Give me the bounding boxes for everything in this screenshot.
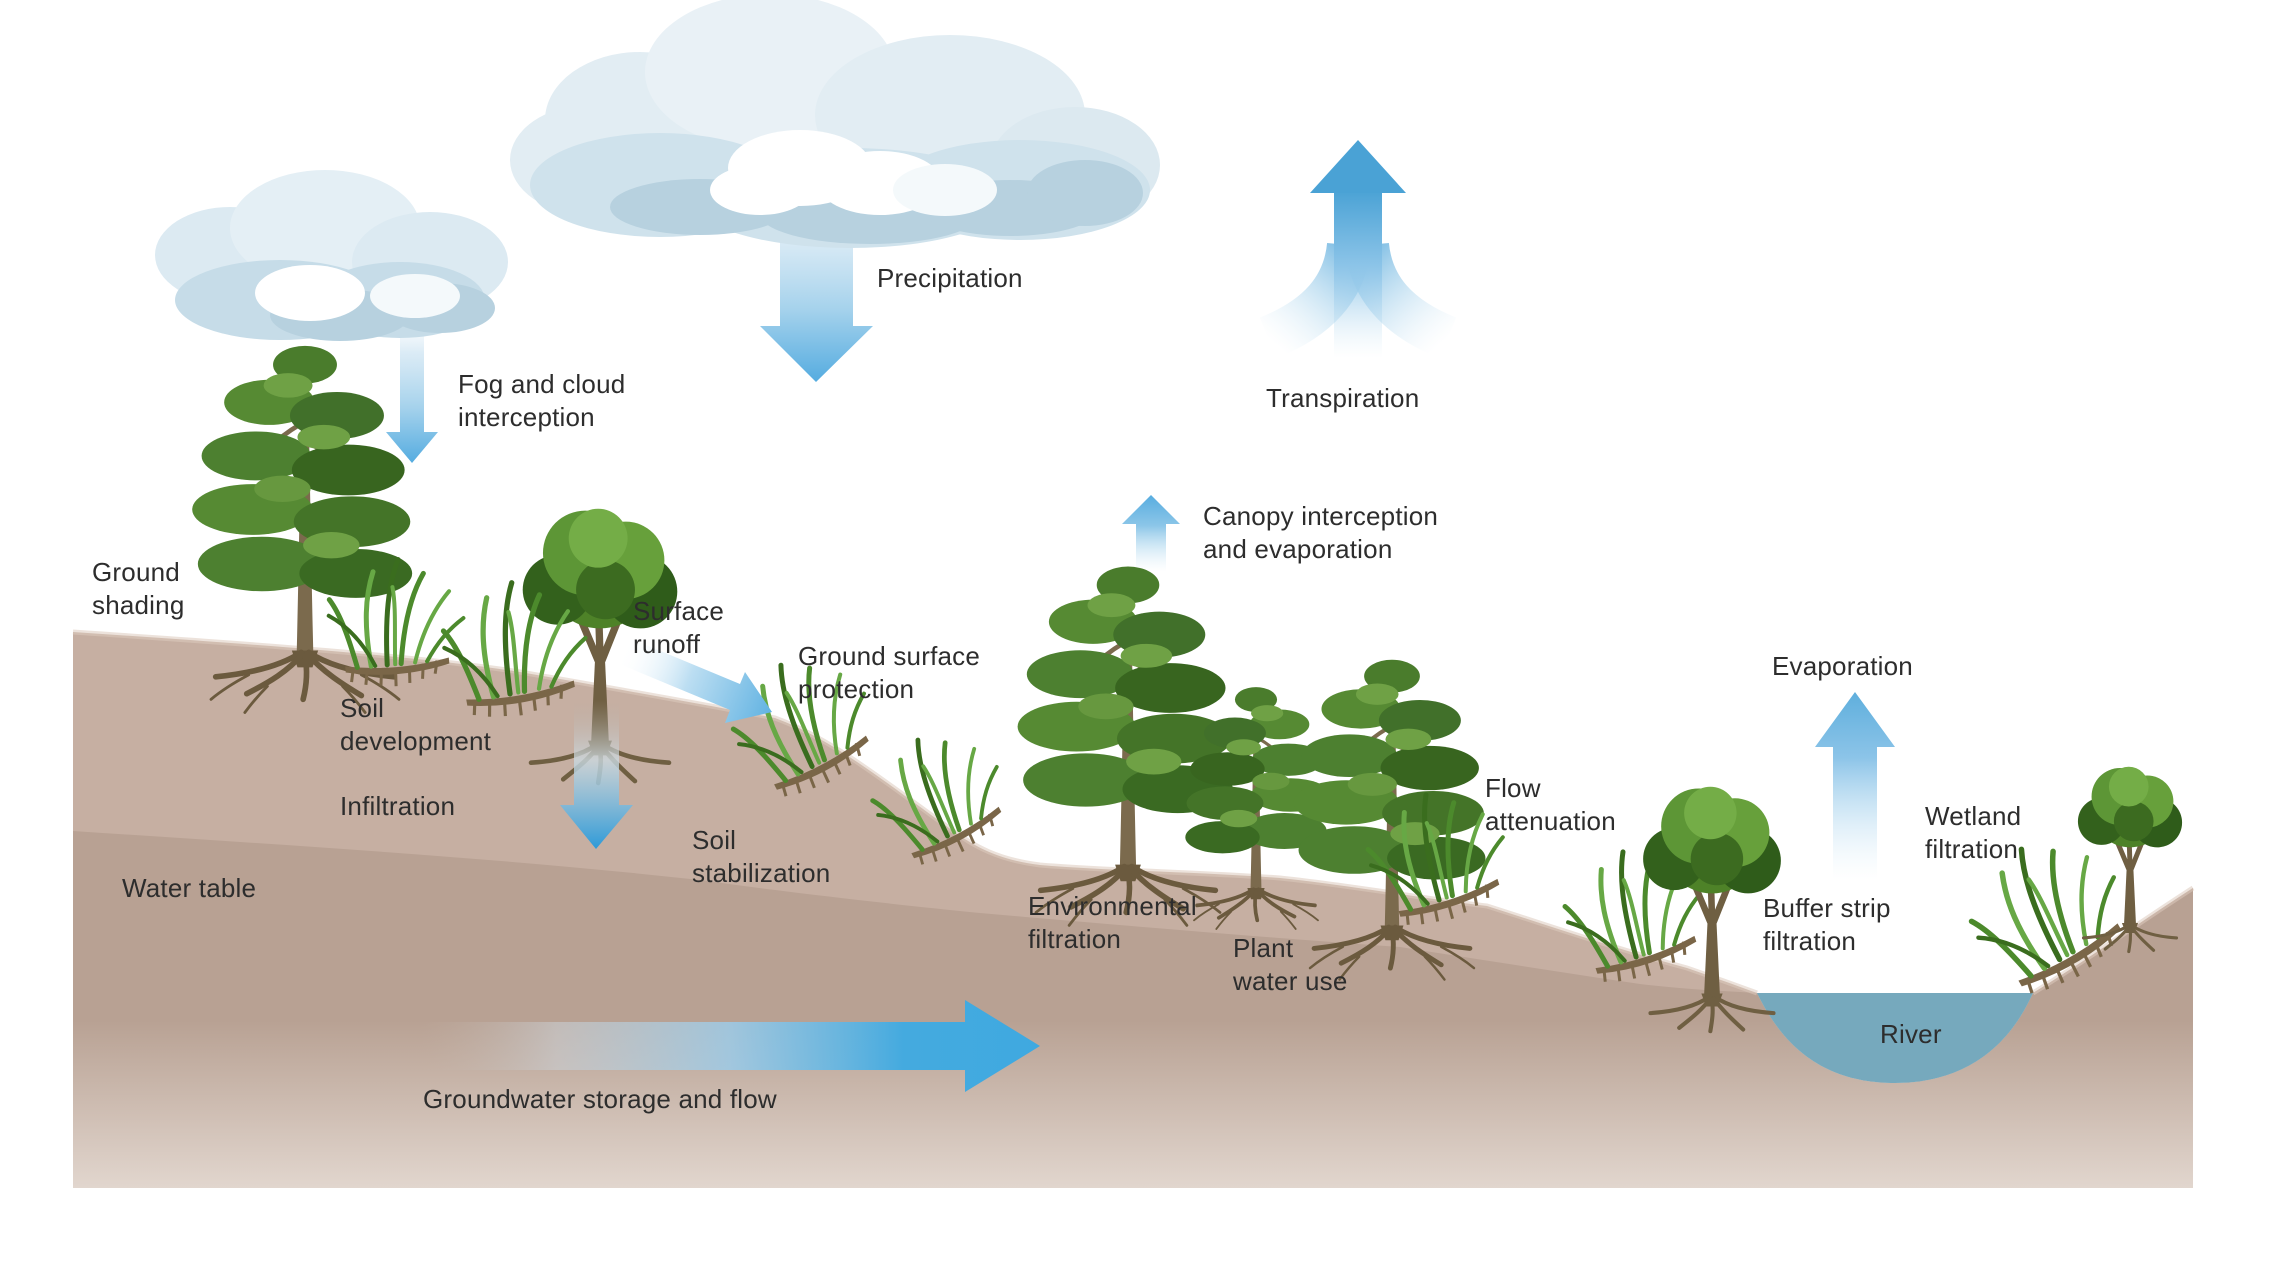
- label-river: River: [1880, 1019, 1942, 1049]
- transpiration-arrow-icon: [1259, 140, 1457, 359]
- groundwater-arrow-icon: [420, 1000, 1040, 1092]
- label-evaporation: Evaporation: [1772, 651, 1913, 681]
- label-transpiration: Transpiration: [1266, 383, 1420, 413]
- evaporation-arrow-icon: [1815, 692, 1895, 880]
- label-infiltration: Infiltration: [340, 791, 456, 821]
- label-canopy-interception: Canopy interception and evaporation: [1203, 501, 1439, 564]
- label-soil-stabilization: Soil stabilization: [692, 825, 831, 888]
- label-fog-cloud-interception: Fog and cloud interception: [458, 369, 626, 432]
- label-plant-water-use: Plant water use: [1233, 933, 1348, 996]
- rain-cloud-icon: [510, 0, 1160, 248]
- infiltration-arrow-icon: [560, 700, 633, 849]
- label-ground-surface-protection: Ground surface protection: [798, 641, 981, 704]
- surface-runoff-arrow-icon: [617, 637, 772, 723]
- label-environmental-filtration: Environmental filtration: [1028, 891, 1197, 954]
- label-flow-attenuation: Flow attenuation: [1485, 773, 1616, 836]
- label-soil-development: Soil development: [340, 693, 492, 756]
- river-water: [1757, 993, 2033, 1083]
- fog-cloud-icon: [155, 170, 508, 341]
- label-wetland-filtration: Wetland filtration: [1925, 801, 2022, 864]
- label-groundwater-storage: Groundwater storage and flow: [423, 1084, 777, 1114]
- label-precipitation: Precipitation: [877, 263, 1023, 293]
- label-water-table: Water table: [122, 873, 257, 903]
- label-ground-shading: Ground shading: [92, 557, 185, 620]
- label-surface-runoff: Surface runoff: [633, 596, 725, 659]
- fog-interception-arrow-icon: [386, 305, 438, 463]
- canopy-evaporation-arrow-icon: [1122, 495, 1180, 572]
- label-buffer-strip-filtration: Buffer strip filtration: [1763, 893, 1891, 956]
